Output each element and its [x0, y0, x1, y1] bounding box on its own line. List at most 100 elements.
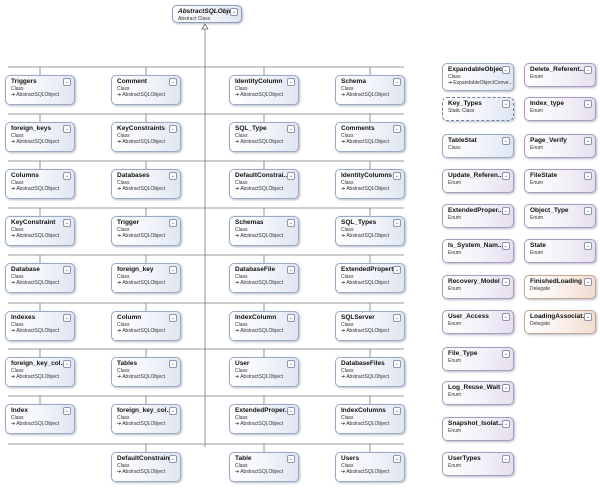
- collapse-toggle-icon[interactable]: ⌄: [287, 407, 295, 415]
- collapse-toggle-icon[interactable]: ⌄: [169, 266, 177, 274]
- collapse-toggle-icon[interactable]: ⌄: [502, 100, 510, 108]
- collapse-toggle-icon[interactable]: ⌄: [287, 78, 295, 86]
- class-box-defaultconstrai[interactable]: DefaultConstrai...Class➔AbstractSQLObjec…: [229, 169, 299, 199]
- collapse-toggle-icon[interactable]: ⌄: [63, 360, 71, 368]
- collapse-toggle-icon[interactable]: ⌄: [393, 360, 401, 368]
- collapse-toggle-icon[interactable]: ⌄: [502, 313, 510, 321]
- collapse-toggle-icon[interactable]: ⌄: [393, 455, 401, 463]
- collapse-toggle-icon[interactable]: ⌄: [287, 455, 295, 463]
- collapse-toggle-icon[interactable]: ⌄: [584, 207, 592, 215]
- collapse-toggle-icon[interactable]: ⌄: [169, 407, 177, 415]
- collapse-toggle-icon[interactable]: ⌄: [63, 219, 71, 227]
- class-box-foreign-key-col[interactable]: foreign_key_col...Class➔AbstractSQLObjec…: [111, 404, 181, 434]
- collapse-toggle-icon[interactable]: ⌄: [63, 78, 71, 86]
- collapse-toggle-icon[interactable]: ⌄: [393, 314, 401, 322]
- collapse-toggle-icon[interactable]: ⌄: [169, 360, 177, 368]
- collapse-toggle-icon[interactable]: ⌄: [502, 207, 510, 215]
- collapse-toggle-icon[interactable]: ⌄: [502, 384, 510, 392]
- collapse-toggle-icon[interactable]: ⌄: [287, 314, 295, 322]
- collapse-toggle-icon[interactable]: ⌄: [169, 172, 177, 180]
- collapse-toggle-icon[interactable]: ⌄: [502, 172, 510, 180]
- collapse-toggle-icon[interactable]: ⌄: [584, 278, 592, 286]
- collapse-toggle-icon[interactable]: ⌄: [63, 172, 71, 180]
- class-box-is-system-nam[interactable]: Is_System_Nam...Enum⌄: [442, 239, 514, 263]
- collapse-toggle-icon[interactable]: ⌄: [287, 125, 295, 133]
- collapse-toggle-icon[interactable]: ⌄: [502, 242, 510, 250]
- collapse-toggle-icon[interactable]: ⌄: [584, 313, 592, 321]
- collapse-toggle-icon[interactable]: ⌄: [584, 137, 592, 145]
- collapse-toggle-icon[interactable]: ⌄: [230, 8, 238, 16]
- collapse-toggle-icon[interactable]: ⌄: [63, 266, 71, 274]
- class-box-loadingassociat[interactable]: LoadingAssociat...Delegate⌄: [524, 310, 596, 334]
- collapse-toggle-icon[interactable]: ⌄: [169, 455, 177, 463]
- collapse-toggle-icon[interactable]: ⌄: [393, 125, 401, 133]
- collapse-toggle-icon[interactable]: ⌄: [502, 350, 510, 358]
- collapse-toggle-icon[interactable]: ⌄: [502, 455, 510, 463]
- class-box-delete-referent[interactable]: Delete_Referent...Enum⌄: [524, 63, 596, 87]
- class-box-extendedproper[interactable]: ExtendedProper...Class➔AbstractSQLObject…: [229, 404, 299, 434]
- class-box-foreign-key-col[interactable]: foreign_key_col...Class➔AbstractSQLObjec…: [5, 357, 75, 387]
- collapse-toggle-icon[interactable]: ⌄: [584, 100, 592, 108]
- collapse-toggle-icon[interactable]: ⌄: [584, 172, 592, 180]
- collapse-toggle-icon[interactable]: ⌄: [393, 172, 401, 180]
- collapse-toggle-icon[interactable]: ⌄: [287, 219, 295, 227]
- collapse-toggle-icon[interactable]: ⌄: [584, 66, 592, 74]
- collapse-toggle-icon[interactable]: ⌄: [393, 407, 401, 415]
- collapse-toggle-icon[interactable]: ⌄: [502, 420, 510, 428]
- collapse-toggle-icon[interactable]: ⌄: [502, 278, 510, 286]
- class-box-snapshot-isolat[interactable]: Snapshot_Isolat...Enum⌄: [442, 417, 514, 441]
- collapse-toggle-icon[interactable]: ⌄: [287, 360, 295, 368]
- collapse-toggle-icon[interactable]: ⌄: [393, 266, 401, 274]
- collapse-toggle-icon[interactable]: ⌄: [287, 266, 295, 274]
- collapse-toggle-icon[interactable]: ⌄: [169, 125, 177, 133]
- collapse-toggle-icon[interactable]: ⌄: [287, 172, 295, 180]
- collapse-toggle-icon[interactable]: ⌄: [63, 314, 71, 322]
- collapse-toggle-icon[interactable]: ⌄: [393, 219, 401, 227]
- collapse-toggle-icon[interactable]: ⌄: [584, 242, 592, 250]
- collapse-toggle-icon[interactable]: ⌄: [502, 66, 510, 74]
- collapse-toggle-icon[interactable]: ⌄: [393, 78, 401, 86]
